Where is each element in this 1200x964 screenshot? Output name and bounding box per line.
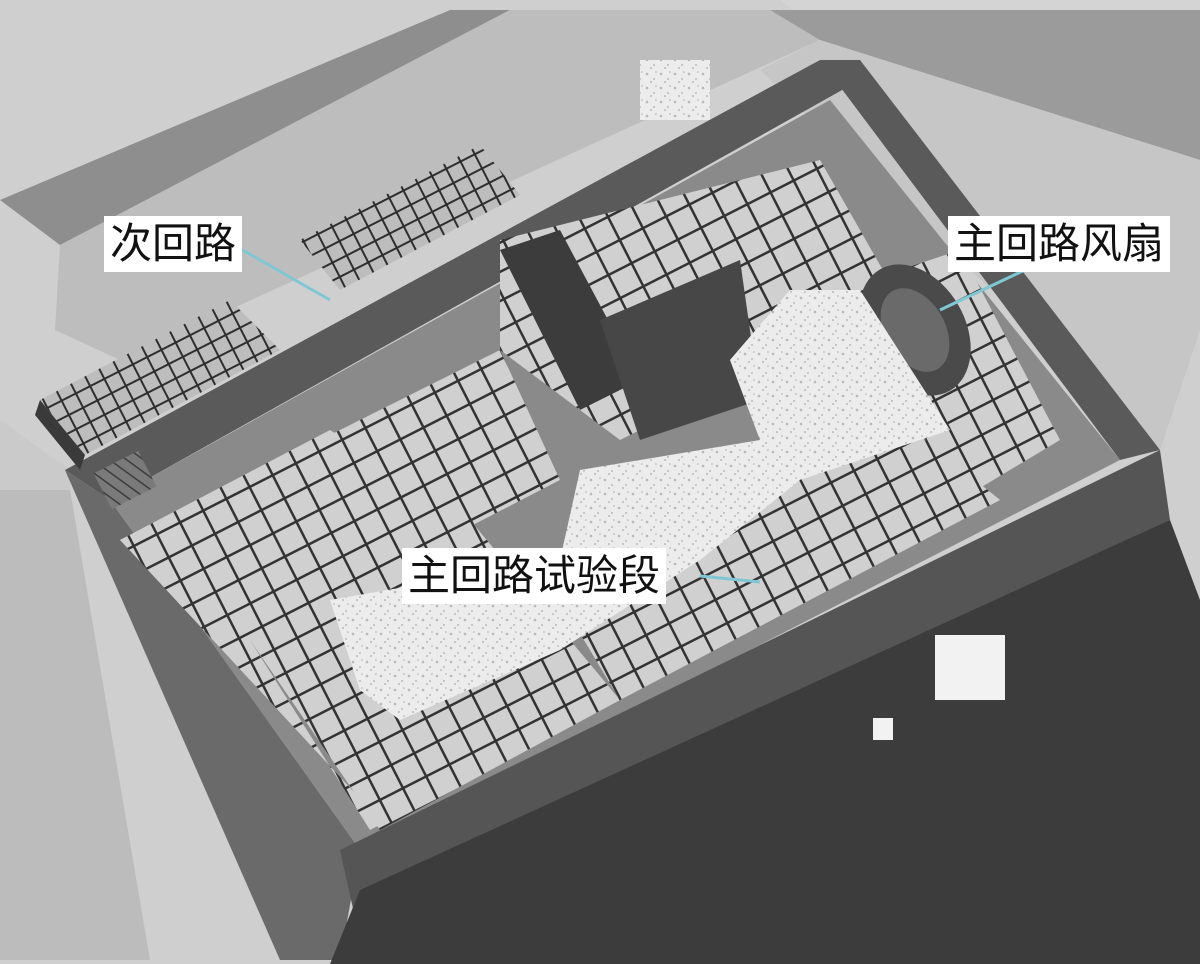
label-main-loop-test-section: 主回路试验段 [402, 548, 667, 604]
secondary-loop [35, 145, 520, 510]
back-wall-top [0, 10, 510, 245]
front-wall-window [935, 635, 1005, 700]
label-main-loop-fan: 主回路风扇 [948, 216, 1171, 272]
inner-foam [330, 290, 950, 720]
pit-left-wall [65, 470, 360, 960]
front-wall-small-window [873, 718, 893, 740]
left-wall [0, 490, 150, 960]
leader-line-secondary [231, 242, 331, 302]
front-wall-face [330, 520, 1200, 964]
label-secondary-loop: 次回路 [104, 216, 243, 272]
pit-back-wall [65, 60, 860, 500]
side-wall-right [770, 10, 1200, 160]
back-roof-opening [640, 60, 710, 120]
leader-line-test [699, 574, 761, 584]
